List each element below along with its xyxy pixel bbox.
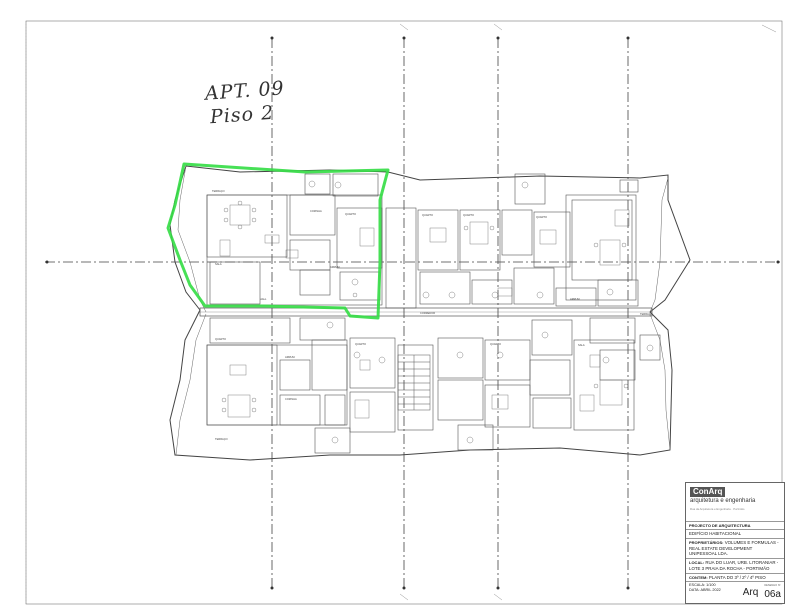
location-value: RUA DO LUAR, URB. LITORANIAR - LOTE 3 PR… bbox=[689, 560, 779, 571]
svg-text:QUARTO: QUARTO bbox=[215, 337, 226, 341]
svg-text:ARRUM.: ARRUM. bbox=[330, 265, 341, 269]
project-label: PROJECTO DE ARQUITECTURA bbox=[686, 522, 784, 531]
scale-date: ESCALA: 1/100 DATA: ABRIL 2022 bbox=[689, 583, 743, 603]
firm-logo: ConArq arquitetura e engenharia Rua da A… bbox=[686, 483, 784, 522]
logo-fine-print: Rua da Arquitetura e Engenharia · Portim… bbox=[690, 506, 745, 511]
owners-value: VOLUMES E FORMULAS - REAL ESTATE DEVELOP… bbox=[689, 539, 779, 557]
title-block-footer: ESCALA: 1/100 DATA: ABRIL 2022 Arq DESEN… bbox=[686, 582, 784, 604]
date-text: DATA: ABRIL 2022 bbox=[689, 588, 721, 593]
location-label: LOCAL: bbox=[689, 560, 705, 566]
grid-axes bbox=[45, 38, 780, 588]
bathroom-fixtures bbox=[285, 180, 654, 444]
location-row: LOCAL: RUA DO LUAR, URB. LITORANIAR - LO… bbox=[686, 559, 784, 574]
svg-text:QUARTO: QUARTO bbox=[345, 212, 356, 216]
svg-text:TERRAÇO: TERRAÇO bbox=[640, 312, 653, 316]
svg-text:QUARTO: QUARTO bbox=[355, 342, 366, 346]
handwritten-floor-label: Piso 2 bbox=[209, 101, 275, 129]
sheet-caption: DESENHO Nº bbox=[764, 584, 781, 588]
svg-text:QUARTO: QUARTO bbox=[536, 215, 547, 219]
svg-text:TERRAÇO: TERRAÇO bbox=[215, 437, 228, 441]
svg-text:QUARTO: QUARTO bbox=[422, 213, 433, 217]
content-label: CONTEM: bbox=[689, 574, 708, 580]
corridor bbox=[199, 307, 653, 317]
lower-apartments bbox=[206, 317, 661, 454]
owners-label: PROPRIETÁRIOS: bbox=[689, 539, 724, 545]
svg-text:QUARTO: QUARTO bbox=[463, 213, 474, 217]
svg-text:ARRUM.: ARRUM. bbox=[285, 355, 296, 359]
logo-brand: ConArq bbox=[690, 487, 726, 497]
scale-text: ESCALA: 1/100 bbox=[689, 583, 716, 588]
sheet-number: DESENHO Nº 06a bbox=[764, 584, 781, 603]
building-label: EDIFÍCIO HABITACIONAL bbox=[686, 530, 784, 539]
upper-apartments bbox=[206, 173, 639, 309]
svg-text:ARRUM.: ARRUM. bbox=[570, 297, 581, 301]
svg-text:COZINHA: COZINHA bbox=[285, 397, 297, 401]
svg-text:SALA: SALA bbox=[578, 343, 585, 347]
svg-text:SALA: SALA bbox=[215, 262, 222, 266]
furniture bbox=[219, 200, 630, 419]
content-row: CONTEM: PLANTA DO 3º / 2º / 4º PISO bbox=[686, 574, 784, 583]
title-block: ConArq arquitetura e engenharia Rua da A… bbox=[685, 482, 785, 604]
room-labels: TERRAÇO COZINHA QUARTO SALA HALL ARRUM. … bbox=[212, 189, 653, 441]
logo-subtitle: arquitetura e engenharia bbox=[690, 498, 756, 504]
svg-text:QUARTO: QUARTO bbox=[490, 342, 501, 346]
svg-text:TERRAÇO: TERRAÇO bbox=[212, 189, 225, 193]
apartment-09-highlight bbox=[166, 162, 390, 320]
svg-text:HALL: HALL bbox=[260, 297, 267, 301]
content-value: PLANTA DO 3º / 2º / 4º PISO bbox=[708, 574, 766, 580]
stair-core bbox=[397, 354, 431, 411]
svg-text:CORREDOR: CORREDOR bbox=[420, 311, 435, 315]
discipline-code: Arq bbox=[742, 587, 759, 599]
svg-text:COZINHA: COZINHA bbox=[310, 209, 322, 213]
owners-row: PROPRIETÁRIOS: VOLUMES E FORMULAS - REAL… bbox=[686, 539, 784, 560]
sheet-number-value: 06a bbox=[764, 588, 781, 600]
